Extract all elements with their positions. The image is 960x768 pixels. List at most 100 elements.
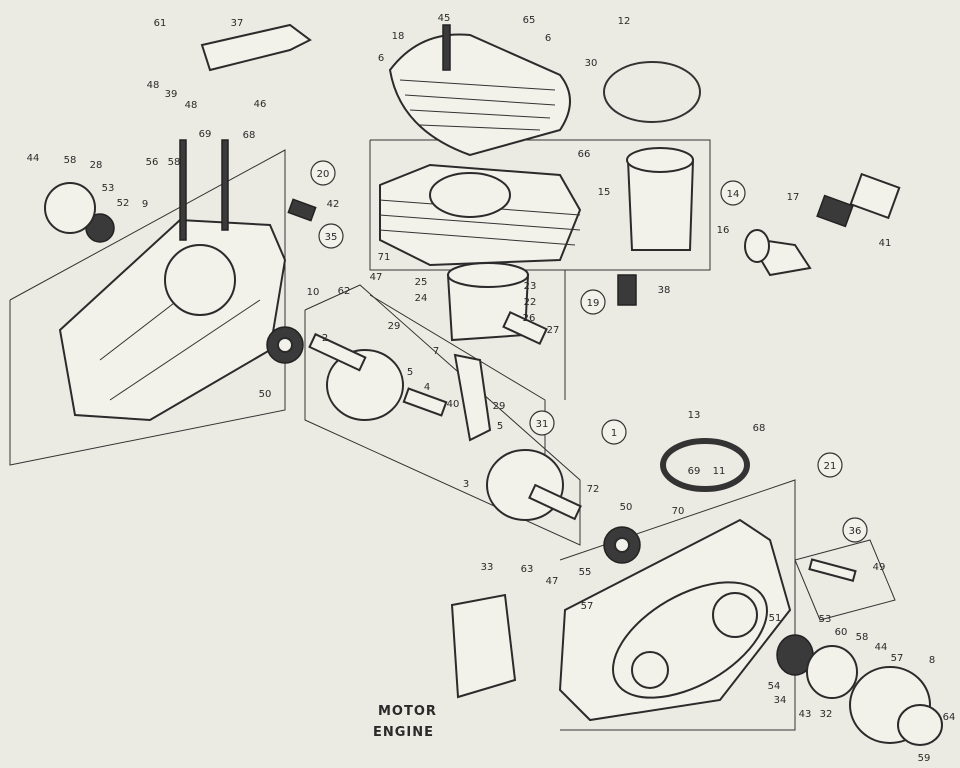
group-callout-circle <box>580 289 606 315</box>
right-crankcase <box>558 518 792 722</box>
callout-label: 25 <box>415 277 428 288</box>
callout-label: 2 <box>322 333 328 344</box>
callout-label: 54 <box>768 681 781 692</box>
callout-label: 5 <box>497 421 503 432</box>
callout-label: 58 <box>168 157 181 168</box>
callout-label: 66 <box>578 149 591 160</box>
title-motor: MOTOR <box>378 704 437 719</box>
callout-label: 68 <box>753 423 766 434</box>
callout-label: 5 <box>407 367 413 378</box>
group-callout-circle <box>842 517 868 543</box>
callout-label: 57 <box>581 601 594 612</box>
callout-label: 60 <box>835 627 848 638</box>
group-callout-circle <box>529 410 555 436</box>
callout-label: 41 <box>879 238 892 249</box>
callout-label: 49 <box>873 562 886 573</box>
bearings <box>44 182 641 564</box>
callout-label: 43 <box>799 709 812 720</box>
engine-bracket <box>450 593 517 699</box>
cylinder-liner <box>626 147 695 251</box>
callout-label: 48 <box>147 80 160 91</box>
callout-label: 48 <box>185 100 198 111</box>
mount-bracket <box>200 23 312 72</box>
callout-label: 65 <box>523 15 536 26</box>
callout-label: 58 <box>64 155 77 166</box>
group-callout-circle <box>318 223 344 249</box>
left-crankcase <box>58 139 287 422</box>
callout-label: 53 <box>102 183 115 194</box>
callout-label: 28 <box>90 160 103 171</box>
callout-label: 32 <box>820 709 833 720</box>
callout-label: 27 <box>547 325 560 336</box>
callout-label: 13 <box>688 410 701 421</box>
cylinder <box>379 163 582 267</box>
callout-label: 3 <box>463 479 469 490</box>
callout-label: 63 <box>521 564 534 575</box>
callout-label: 15 <box>598 187 611 198</box>
callout-label: 23 <box>524 281 537 292</box>
callout-label: 47 <box>546 576 559 587</box>
bolt <box>808 558 857 583</box>
head-gasket <box>603 61 701 123</box>
callout-label: 38 <box>658 285 671 296</box>
callout-label: 64 <box>943 712 956 723</box>
callout-label: 10 <box>307 287 320 298</box>
callout-label: 8 <box>929 655 935 666</box>
callout-label: 37 <box>231 18 244 29</box>
callout-label: 59 <box>918 753 931 764</box>
callout-label: 17 <box>787 192 800 203</box>
callout-label: 57 <box>891 653 904 664</box>
callout-label: 6 <box>378 53 384 64</box>
gasket <box>660 438 750 492</box>
group-callout-circle <box>601 419 627 445</box>
callout-label: 40 <box>447 399 460 410</box>
group-callout-label: 1 <box>611 428 617 439</box>
callout-label: 69 <box>688 466 701 477</box>
group-callout-circle <box>817 452 843 478</box>
callout-label: 42 <box>327 199 340 210</box>
piston <box>446 262 548 346</box>
callout-label: 47 <box>370 272 383 283</box>
group-callout-label: 35 <box>325 232 338 243</box>
callout-label: 29 <box>388 321 401 332</box>
callout-label: 44 <box>27 153 40 164</box>
callout-label: 26 <box>523 313 536 324</box>
callout-label: 11 <box>713 466 726 477</box>
callout-label: 22 <box>524 297 537 308</box>
callout-label: 29 <box>493 401 506 412</box>
callout-label: 69 <box>199 129 212 140</box>
group-callout-label: 19 <box>587 298 600 309</box>
group-callout-label: 14 <box>727 189 740 200</box>
callout-label: 7 <box>433 346 439 357</box>
group-callout-label: 31 <box>536 419 549 430</box>
group-callout-label: 21 <box>824 461 837 472</box>
callout-label: 72 <box>587 484 600 495</box>
callout-label: 18 <box>392 31 405 42</box>
callout-label: 51 <box>769 613 782 624</box>
callout-label: 9 <box>142 199 148 210</box>
callout-label: 24 <box>415 293 428 304</box>
callout-label: 6 <box>545 33 551 44</box>
callout-label: 30 <box>585 58 598 69</box>
callout-label: 61 <box>154 18 167 29</box>
group-callout-label: 20 <box>317 169 330 180</box>
callout-label: 34 <box>774 695 787 706</box>
title-engine: ENGINE <box>373 725 434 740</box>
inlet-parts <box>287 172 901 306</box>
callout-label: 71 <box>378 252 391 263</box>
callout-label: 46 <box>254 99 267 110</box>
group-callout-circle <box>310 160 336 186</box>
callout-label: 55 <box>579 567 592 578</box>
clutch <box>776 634 943 746</box>
callout-label: 70 <box>672 506 685 517</box>
callout-label: 4 <box>424 382 430 393</box>
callout-label: 50 <box>259 389 272 400</box>
callout-label: 68 <box>243 130 256 141</box>
callout-label: 53 <box>819 614 832 625</box>
callout-label: 39 <box>165 89 178 100</box>
crankshaft <box>308 332 582 521</box>
